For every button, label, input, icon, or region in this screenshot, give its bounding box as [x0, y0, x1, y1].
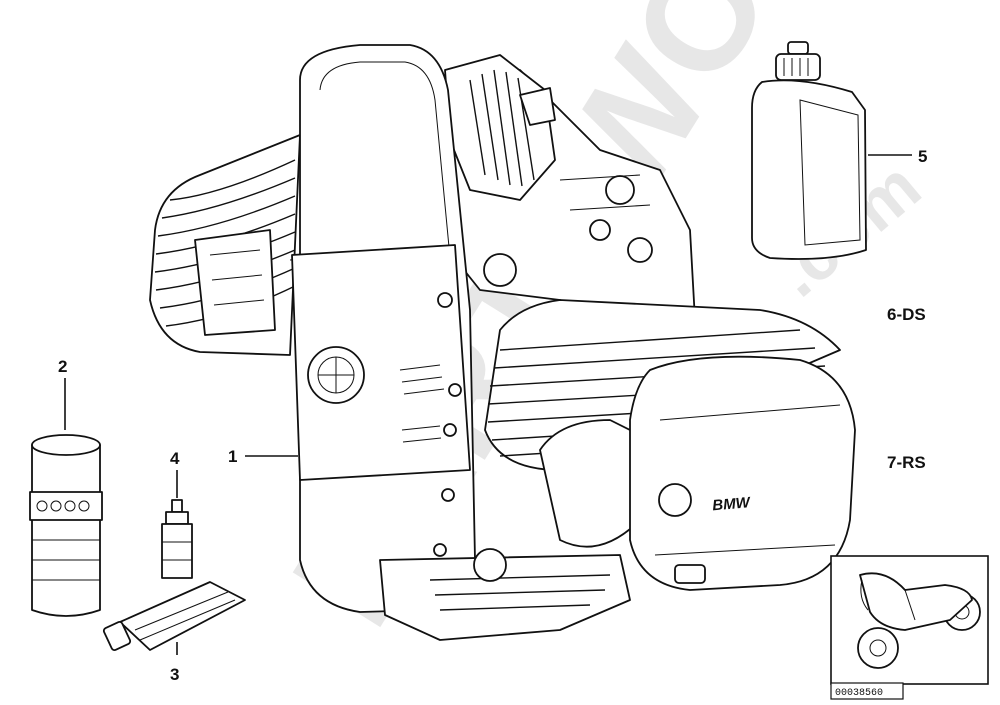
oil-sump	[379, 548, 631, 641]
left-cylinder	[149, 134, 301, 356]
motorcycle-thumbnail[interactable]: 00038560	[830, 555, 989, 700]
item-5-oil-bottle[interactable]	[751, 41, 867, 260]
callout-4-label: 4	[170, 449, 180, 468]
item-2-can[interactable]	[29, 434, 103, 617]
item-3-tube[interactable]	[102, 581, 246, 652]
alternator	[444, 54, 556, 201]
callout-5[interactable]: 5	[868, 147, 927, 166]
valve-cover: BMW	[629, 355, 856, 591]
callout-1-label: 1	[228, 447, 237, 466]
variant-6-ds[interactable]: 6-DS	[887, 305, 926, 324]
item-4-bottle[interactable]	[161, 499, 193, 579]
front-cover	[289, 44, 476, 613]
valve-cover-brand: BMW	[712, 494, 753, 514]
callout-2-label: 2	[58, 357, 67, 376]
callout-2[interactable]: 2	[58, 357, 67, 430]
callout-1[interactable]: 1	[228, 447, 298, 466]
motorcycle-icon	[857, 572, 981, 669]
engine-assembly[interactable]: BMW	[149, 44, 856, 641]
callout-3[interactable]: 3	[170, 642, 179, 684]
callout-5-label: 5	[918, 147, 927, 166]
reference-code: 00038560	[835, 688, 883, 699]
callout-3-label: 3	[170, 665, 179, 684]
callout-4[interactable]: 4	[170, 449, 180, 498]
variant-7-rs[interactable]: 7-RS	[887, 453, 926, 472]
